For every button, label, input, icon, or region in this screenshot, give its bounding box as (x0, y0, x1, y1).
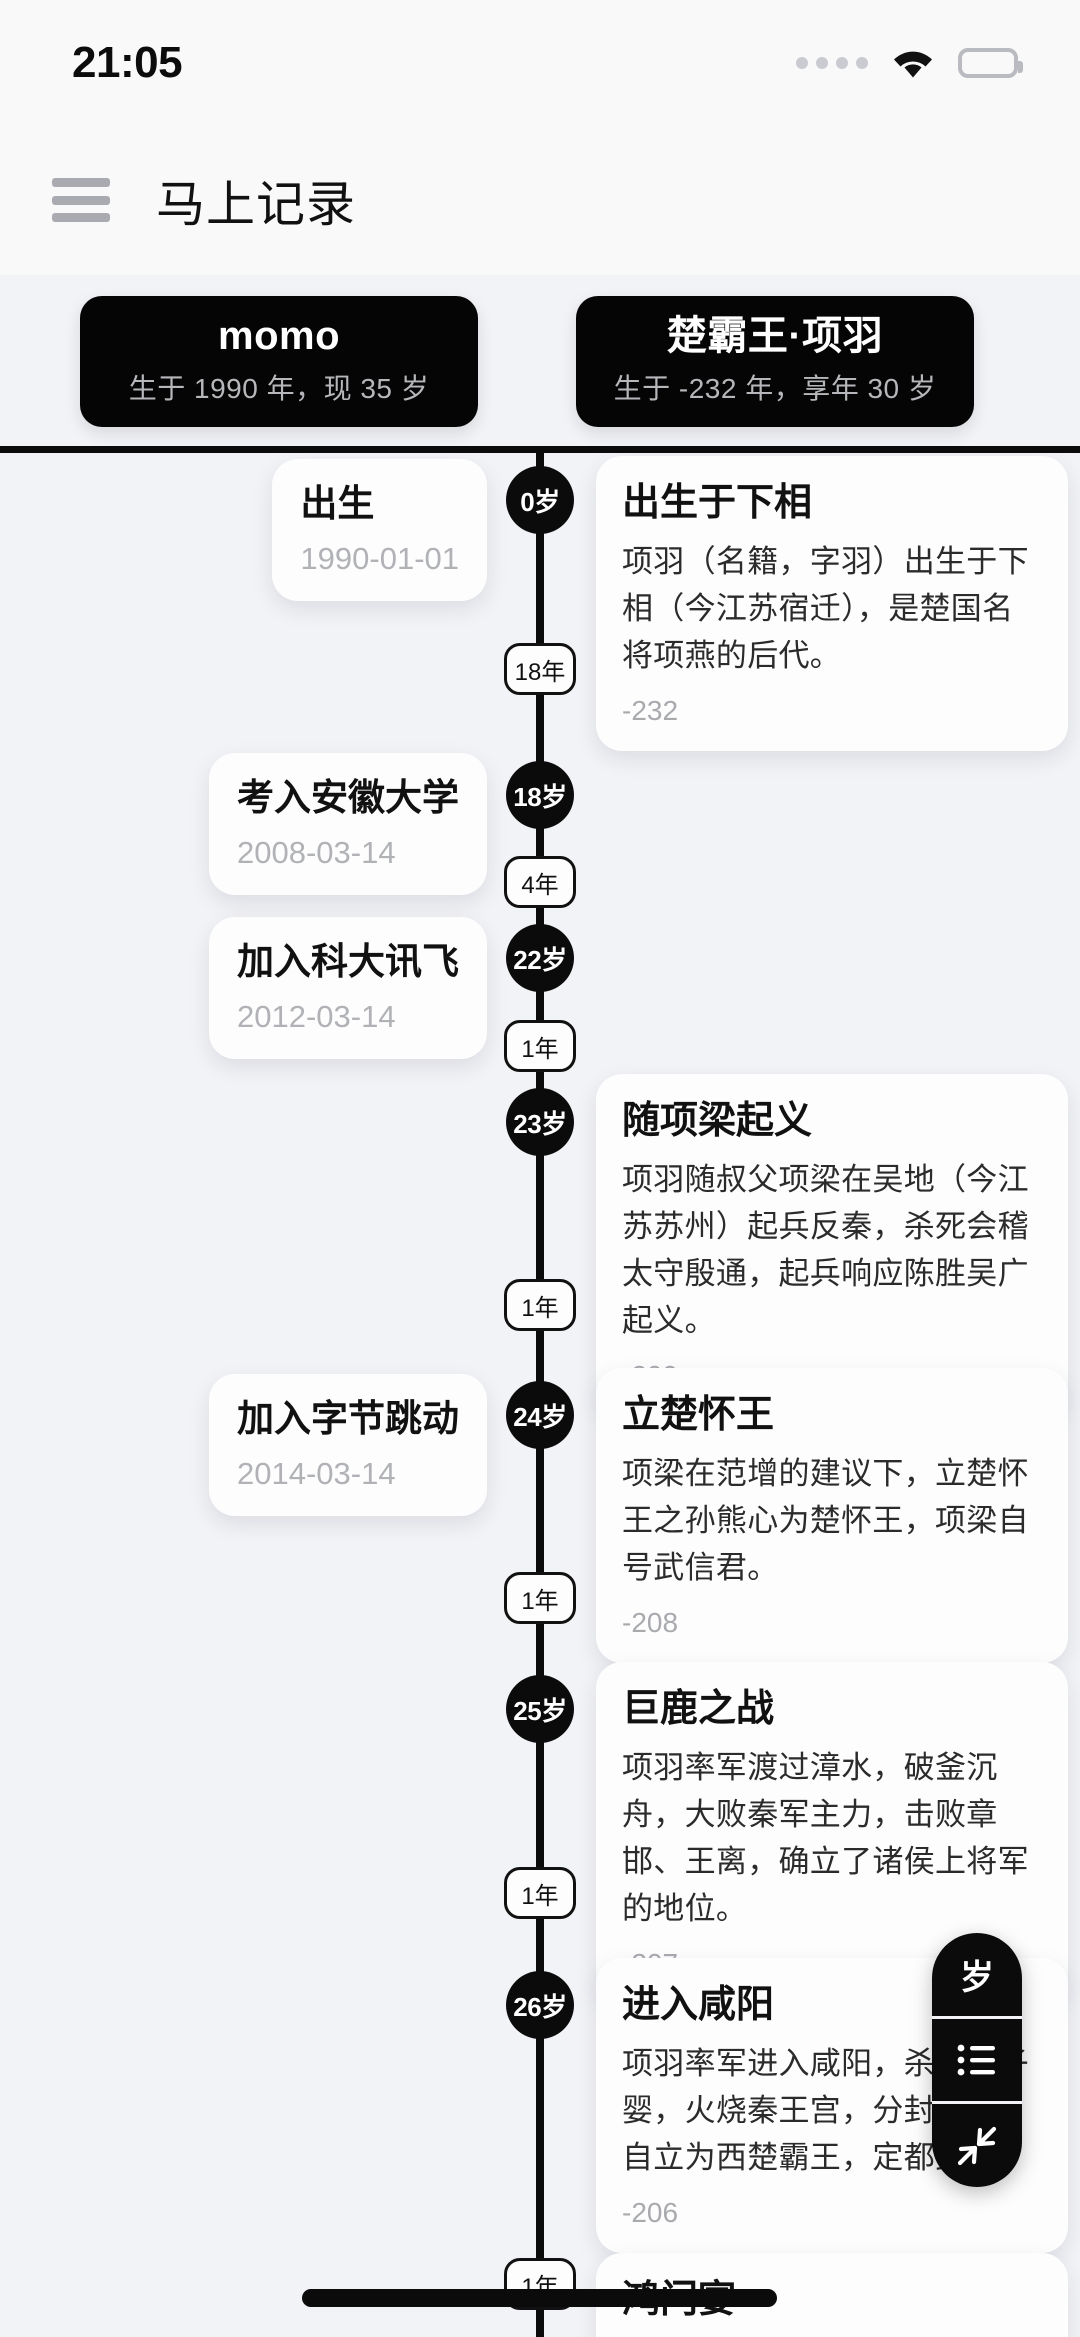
person-card-xiangyu[interactable]: 楚霸王·项羽 生于 -232 年，享年 30 岁 (576, 296, 974, 427)
status-bar-time: 21:05 (72, 37, 183, 87)
fab-separator (932, 2101, 1022, 2105)
wifi-icon (890, 46, 936, 80)
timeline-event-card-left[interactable]: 加入科大讯飞 2012-03-14 (209, 917, 487, 1060)
event-title: 加入字节跳动 (237, 1398, 459, 1439)
timeline-event-card-right[interactable]: 鸿门宴项羽在鸿门设宴，范增力劝杀刘邦 (596, 2253, 1068, 2337)
floating-action-stack: 岁 (932, 1933, 1022, 2187)
timeline-gap-badge: 18年 (504, 643, 576, 695)
timeline-node[interactable]: 24岁 (506, 1381, 574, 1449)
event-title: 巨鹿之战 (622, 1688, 775, 1730)
event-year: -208 (622, 1606, 679, 1638)
home-indicator-bar[interactable] (302, 2289, 777, 2307)
event-title: 立楚怀王 (622, 1394, 775, 1436)
nav-bar: 马上记录 (0, 125, 1080, 275)
event-description: 项羽率军渡过漳水，破釜沉舟，大败秦军主力，击败章邯、王离，确立了诸侯上将军的地位… (622, 1749, 1029, 1926)
timeline-event-card-right[interactable]: 随项梁起义项羽随叔父项梁在吴地（今江苏苏州）起兵反秦，杀死会稽太守殷通，起兵响应… (596, 1074, 1068, 1416)
event-date: 2012-03-14 (237, 999, 396, 1035)
person-header-bar: momo 生于 1990 年，现 35 岁 楚霸王·项羽 生于 -232 年，享… (0, 275, 1080, 448)
event-year: -232 (622, 694, 679, 726)
header-divider (0, 446, 1080, 453)
event-description: 项羽随叔父项梁在吴地（今江苏苏州）起兵反秦，杀死会稽太守殷通，起兵响应陈胜吴广起… (622, 1161, 1029, 1338)
status-bar-indicators (796, 46, 1023, 80)
signal-dots-icon (796, 56, 868, 69)
event-title: 随项梁起义 (622, 1100, 813, 1142)
collapse-arrows-icon[interactable] (932, 2104, 1022, 2187)
timeline-gap-badge: 1年 (504, 1867, 576, 1919)
event-title: 出生 (300, 483, 375, 524)
timeline-node[interactable]: 25岁 (506, 1675, 574, 1743)
hamburger-menu-icon[interactable] (52, 178, 110, 222)
timeline-gap-badge: 1年 (504, 1572, 576, 1624)
timeline-node[interactable]: 23岁 (506, 1088, 574, 1156)
event-date: 2008-03-14 (237, 835, 396, 871)
person-name: momo (218, 314, 340, 359)
timeline-event-card-left[interactable]: 出生 1990-01-01 (272, 459, 487, 602)
event-date: 1990-01-01 (300, 541, 459, 577)
event-year: -206 (622, 2196, 679, 2228)
timeline-node[interactable]: 22岁 (506, 924, 574, 992)
battery-icon (958, 47, 1023, 78)
timeline-gap-badge: 4年 (504, 856, 576, 908)
person-subtitle: 生于 -232 年，享年 30 岁 (613, 372, 937, 404)
fab-separator (932, 2015, 1022, 2019)
timeline-node[interactable]: 18岁 (506, 761, 574, 829)
event-title: 出生于下相 (622, 482, 813, 524)
timeline-gap-badge: 1年 (504, 1020, 576, 1072)
timeline-event-card-right[interactable]: 立楚怀王项梁在范增的建议下，立楚怀王之孙熊心为楚怀王，项梁自号武信君。 -208 (596, 1368, 1068, 1663)
timeline-node[interactable]: 26岁 (506, 1971, 574, 2039)
list-view-icon[interactable] (932, 2019, 1022, 2102)
event-title: 加入科大讯飞 (237, 941, 459, 982)
event-description: 项梁在范增的建议下，立楚怀王之孙熊心为楚怀王，项梁自号武信君。 (622, 1455, 1029, 1585)
status-bar: 21:05 (0, 0, 1080, 125)
event-description: 项羽（名籍，字羽）出生于下相（今江苏宿迁），是楚国名将项燕的后代。 (622, 543, 1029, 673)
person-subtitle: 生于 1990 年，现 35 岁 (128, 372, 430, 404)
event-date: 2014-03-14 (237, 1456, 396, 1492)
person-name: 楚霸王·项羽 (666, 314, 884, 359)
event-title: 考入安徽大学 (237, 777, 459, 818)
timeline-event-card-left[interactable]: 考入安徽大学 2008-03-14 (209, 753, 487, 896)
page-title: 马上记录 (156, 177, 357, 232)
timeline-event-card-right[interactable]: 进入咸阳项羽率军进入咸阳，杀秦王子婴，火烧秦王宫，分封诸侯，自立为西楚霸王，定都… (596, 1958, 1068, 2253)
timeline-gap-badge: 1年 (504, 1279, 576, 1331)
fab-age-toggle[interactable]: 岁 (960, 1958, 994, 1997)
person-card-momo[interactable]: momo 生于 1990 年，现 35 岁 (80, 296, 478, 427)
timeline-node[interactable]: 0岁 (506, 466, 574, 534)
timeline-event-card-right[interactable]: 出生于下相项羽（名籍，字羽）出生于下相（今江苏宿迁），是楚国名将项燕的后代。 -2… (596, 456, 1068, 751)
timeline-event-card-left[interactable]: 加入字节跳动 2014-03-14 (209, 1374, 487, 1517)
event-title: 进入咸阳 (622, 1984, 775, 2026)
